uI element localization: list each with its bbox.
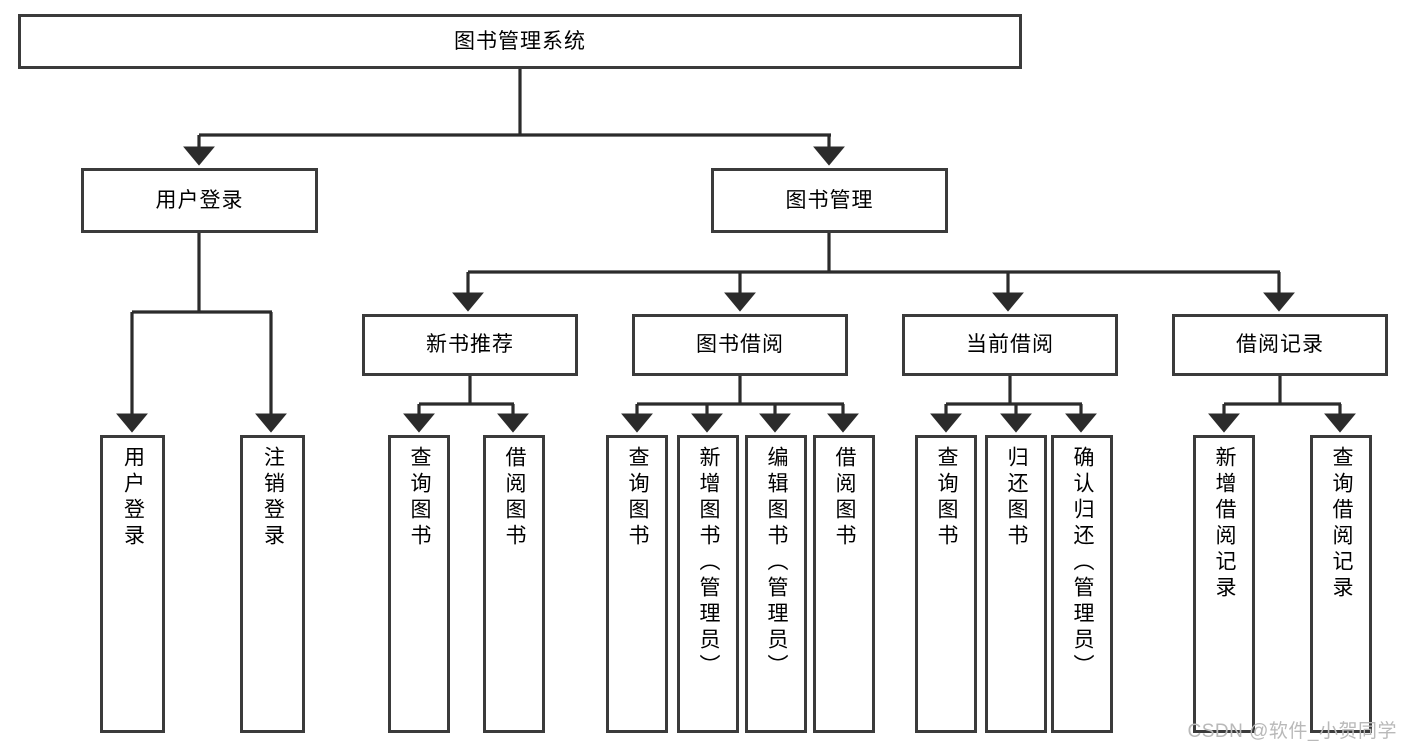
node-return-book[interactable]: 归还图书 [985, 435, 1047, 733]
node-user-login-do-label: 用户登录 [121, 446, 145, 550]
node-book-borrow[interactable]: 图书借阅 [632, 314, 848, 376]
node-borrow-book-2-label: 借阅图书 [833, 446, 857, 550]
node-query-book-3[interactable]: 查询图书 [915, 435, 977, 733]
node-borrow-book-1[interactable]: 借阅图书 [483, 435, 545, 733]
node-add-borrow-record-label: 新增借阅记录 [1213, 446, 1237, 602]
node-root-label: 图书管理系统 [454, 29, 586, 53]
node-edit-book-admin-label: 编辑图书（管理员） [765, 446, 789, 680]
node-user-login[interactable]: 用户登录 [81, 168, 318, 233]
node-user-login-label: 用户登录 [155, 188, 244, 212]
node-new-book-recommend[interactable]: 新书推荐 [362, 314, 578, 376]
node-current-borrow[interactable]: 当前借阅 [902, 314, 1118, 376]
node-borrow-record[interactable]: 借阅记录 [1172, 314, 1388, 376]
node-book-manage-label: 图书管理 [785, 188, 874, 212]
node-new-book-recommend-label: 新书推荐 [426, 333, 514, 357]
node-confirm-return-admin-label: 确认归还（管理员） [1071, 446, 1095, 680]
node-add-borrow-record[interactable]: 新增借阅记录 [1193, 435, 1255, 733]
node-user-logout-label: 注销登录 [261, 446, 285, 550]
node-borrow-record-label: 借阅记录 [1236, 333, 1324, 357]
node-borrow-book-1-label: 借阅图书 [503, 446, 527, 550]
node-borrow-book-2[interactable]: 借阅图书 [813, 435, 875, 733]
node-query-book-1-label: 查询图书 [408, 446, 432, 550]
node-user-logout[interactable]: 注销登录 [240, 435, 305, 733]
node-query-book-1[interactable]: 查询图书 [388, 435, 450, 733]
node-query-book-2-label: 查询图书 [626, 446, 650, 550]
node-query-book-3-label: 查询图书 [935, 446, 959, 550]
node-current-borrow-label: 当前借阅 [966, 333, 1054, 357]
node-return-book-label: 归还图书 [1005, 446, 1029, 550]
node-add-book-admin[interactable]: 新增图书（管理员） [677, 435, 739, 733]
node-book-borrow-label: 图书借阅 [696, 333, 784, 357]
node-edit-book-admin[interactable]: 编辑图书（管理员） [745, 435, 807, 733]
node-book-manage[interactable]: 图书管理 [711, 168, 948, 233]
node-add-book-admin-label: 新增图书（管理员） [697, 446, 721, 680]
node-query-borrow-record[interactable]: 查询借阅记录 [1310, 435, 1372, 733]
node-confirm-return-admin[interactable]: 确认归还（管理员） [1051, 435, 1113, 733]
node-query-borrow-record-label: 查询借阅记录 [1330, 446, 1354, 602]
node-root[interactable]: 图书管理系统 [18, 14, 1022, 69]
node-query-book-2[interactable]: 查询图书 [606, 435, 668, 733]
node-user-login-do[interactable]: 用户登录 [100, 435, 165, 733]
